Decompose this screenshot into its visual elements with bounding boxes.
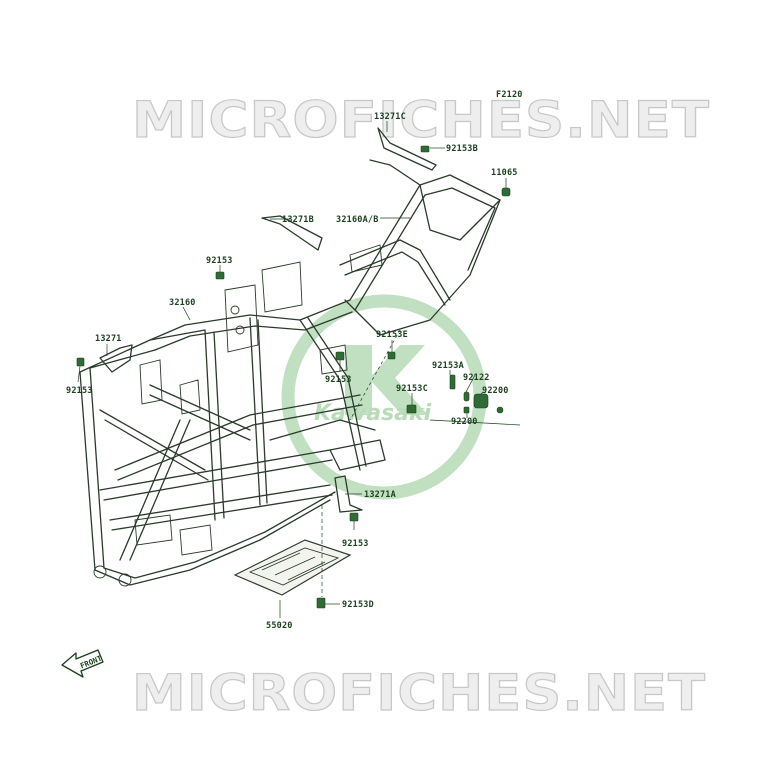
skid-plate-55020	[233, 539, 352, 596]
bolt-92153-mid	[335, 351, 345, 361]
bolt-92153C	[406, 404, 417, 414]
label-92153-top: 92153	[206, 256, 233, 266]
part-labels: F2120 13271C 92153B 11065 13271B 32160A/…	[66, 90, 523, 631]
label-13271A: 13271A	[364, 490, 396, 500]
label-55020: 55020	[266, 621, 293, 631]
label-13271B: 13271B	[282, 215, 314, 225]
label-32160: 32160	[169, 298, 196, 308]
label-32160AB: 32160A/B	[336, 215, 379, 225]
label-92122: 92122	[463, 373, 490, 383]
fasteners	[76, 145, 511, 609]
washer-92122	[463, 391, 470, 402]
bracket-13271A	[334, 475, 363, 513]
bracket-13271B	[261, 215, 323, 251]
bolt-92153-top	[215, 271, 225, 280]
bolt-92153B	[420, 145, 430, 153]
label-92153C: 92153C	[396, 384, 428, 394]
bolt-11065	[501, 187, 511, 197]
label-92153D: 92153D	[342, 600, 374, 610]
bolt-92153-left	[76, 357, 85, 367]
label-92153-low: 92153	[342, 539, 369, 549]
label-92153B: 92153B	[446, 144, 478, 154]
bolt-92153-low	[349, 512, 359, 522]
label-92200-left: 92200	[451, 417, 478, 427]
figure-code: F2120	[496, 90, 523, 100]
label-11065: 11065	[491, 168, 518, 178]
nut-92200-r	[496, 406, 504, 414]
label-13271: 13271	[95, 334, 122, 344]
bracket-13271	[99, 344, 133, 373]
bolt-92200	[463, 406, 470, 414]
label-92153E: 92153E	[376, 330, 408, 340]
label-92153-left: 92153	[66, 386, 93, 396]
bolt-92153D	[316, 597, 326, 609]
watermark-top: MICROFICHES.NET	[132, 91, 710, 149]
leader-lines	[77, 121, 521, 618]
label-92153A: 92153A	[432, 361, 464, 371]
bolt-92153A	[449, 374, 456, 390]
front-arrow-icon: FRONT	[61, 649, 104, 678]
frame-32160	[79, 159, 501, 587]
bracket-13271C	[377, 127, 437, 171]
label-92200-right: 92200	[482, 386, 509, 396]
collar-92200	[473, 393, 489, 409]
label-13271C: 13271C	[374, 112, 406, 122]
bolt-92153E	[387, 351, 396, 360]
label-92153-mid: 92153	[325, 375, 352, 385]
watermark-bottom: MICROFICHES.NET	[132, 664, 706, 722]
